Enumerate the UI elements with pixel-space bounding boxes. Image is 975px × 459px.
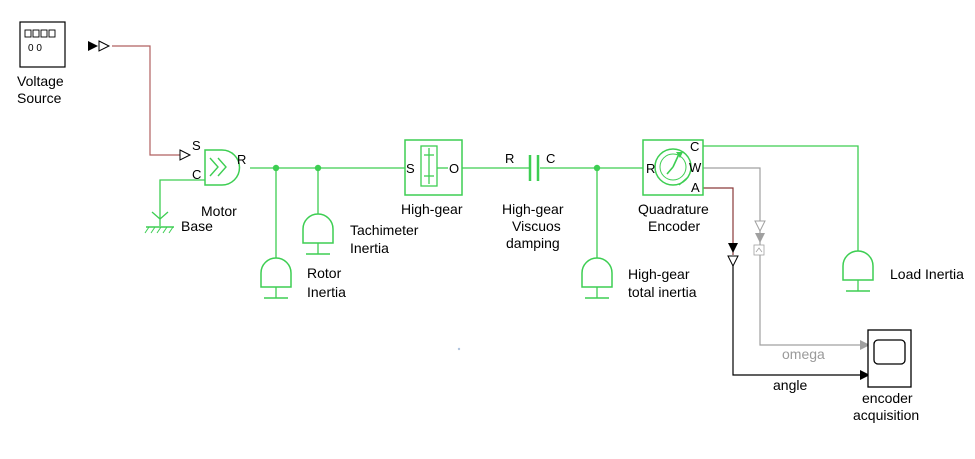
encoder-port-r: R bbox=[646, 161, 655, 176]
motor-label: Motor bbox=[201, 203, 237, 219]
canvas-dot bbox=[457, 347, 461, 351]
encoder-acquisition-label-2: acquisition bbox=[853, 407, 919, 423]
angle-signal-label: angle bbox=[773, 377, 807, 393]
encoder-acquisition-scope-block[interactable] bbox=[867, 329, 912, 388]
angle-down-arrow-1 bbox=[728, 243, 738, 253]
omega-signal-line[interactable] bbox=[703, 167, 860, 346]
motor-s-input-arrow bbox=[179, 149, 192, 161]
angle-signal-line-top[interactable] bbox=[703, 187, 734, 255]
tachimeter-inertia-label-2: Inertia bbox=[350, 240, 389, 256]
damping-label-3: damping bbox=[506, 235, 560, 251]
angle-input-arrow bbox=[860, 370, 870, 380]
omega-conversion-icon bbox=[753, 244, 765, 256]
voltage-source-display: 0 0 bbox=[28, 43, 42, 54]
angle-down-arrow-2 bbox=[727, 255, 739, 268]
voltage-source-label-2: Source bbox=[17, 90, 62, 106]
tachimeter-inertia-block[interactable] bbox=[302, 213, 334, 255]
rotor-inertia-block[interactable] bbox=[260, 257, 292, 299]
highgear-total-inertia-block[interactable] bbox=[581, 257, 613, 299]
omega-signal-label: omega bbox=[782, 346, 825, 362]
encoder-port-c: C bbox=[690, 139, 699, 154]
encoder-label-1: Quadrature bbox=[638, 201, 709, 217]
voltage-signal-line[interactable] bbox=[112, 45, 180, 156]
base-reference-icon[interactable] bbox=[144, 211, 174, 234]
encoder-port-a: A bbox=[691, 180, 700, 195]
encoder-label-2: Encoder bbox=[648, 218, 700, 234]
angle-signal-line[interactable] bbox=[732, 265, 860, 376]
voltage-output-arrow-2 bbox=[98, 40, 111, 52]
junction-dot bbox=[272, 164, 280, 172]
base-label: Base bbox=[181, 218, 213, 234]
rotor-inertia-label-1: Rotor bbox=[307, 265, 342, 281]
damping-label-2: Viscuos bbox=[512, 218, 561, 234]
highgear-total-inertia-label-2: total inertia bbox=[628, 284, 697, 300]
viscous-damping-block[interactable] bbox=[528, 155, 540, 181]
damping-port-r: R bbox=[505, 151, 514, 166]
omega-down-arrow-1 bbox=[754, 220, 766, 233]
omega-input-arrow bbox=[860, 340, 870, 350]
junction-dot bbox=[314, 164, 322, 172]
rotor-inertia-label-2: Inertia bbox=[307, 284, 346, 300]
quadrature-encoder-block[interactable] bbox=[642, 139, 704, 196]
high-gear-port-o: O bbox=[449, 161, 459, 176]
load-inertia-block[interactable] bbox=[842, 250, 874, 292]
load-inertia-line[interactable] bbox=[703, 145, 859, 255]
damping-port-c: C bbox=[546, 151, 555, 166]
voltage-source-block[interactable]: 0 0 bbox=[19, 21, 66, 68]
encoder-port-w: W bbox=[689, 160, 702, 175]
high-gear-block[interactable] bbox=[404, 139, 463, 196]
omega-down-arrow-2 bbox=[755, 233, 765, 243]
damping-label-1: High-gear bbox=[502, 201, 564, 217]
encoder-acquisition-label-1: encoder bbox=[862, 390, 913, 406]
motor-block[interactable] bbox=[204, 149, 241, 186]
junction-dot bbox=[593, 164, 601, 172]
tachimeter-inertia-label-1: Tachimeter bbox=[350, 222, 419, 238]
high-gear-port-s: S bbox=[406, 161, 415, 176]
motor-base-line[interactable] bbox=[159, 179, 205, 216]
motor-port-s: S bbox=[192, 138, 201, 153]
highgear-total-inertia-label-1: High-gear bbox=[628, 266, 690, 282]
motor-port-r: R bbox=[237, 152, 246, 167]
motor-port-c: C bbox=[192, 167, 201, 182]
voltage-output-arrow-1 bbox=[88, 41, 98, 51]
load-inertia-label: Load Inertia bbox=[890, 266, 964, 282]
high-gear-label: High-gear bbox=[401, 201, 463, 217]
voltage-source-label-1: Voltage bbox=[17, 73, 64, 89]
